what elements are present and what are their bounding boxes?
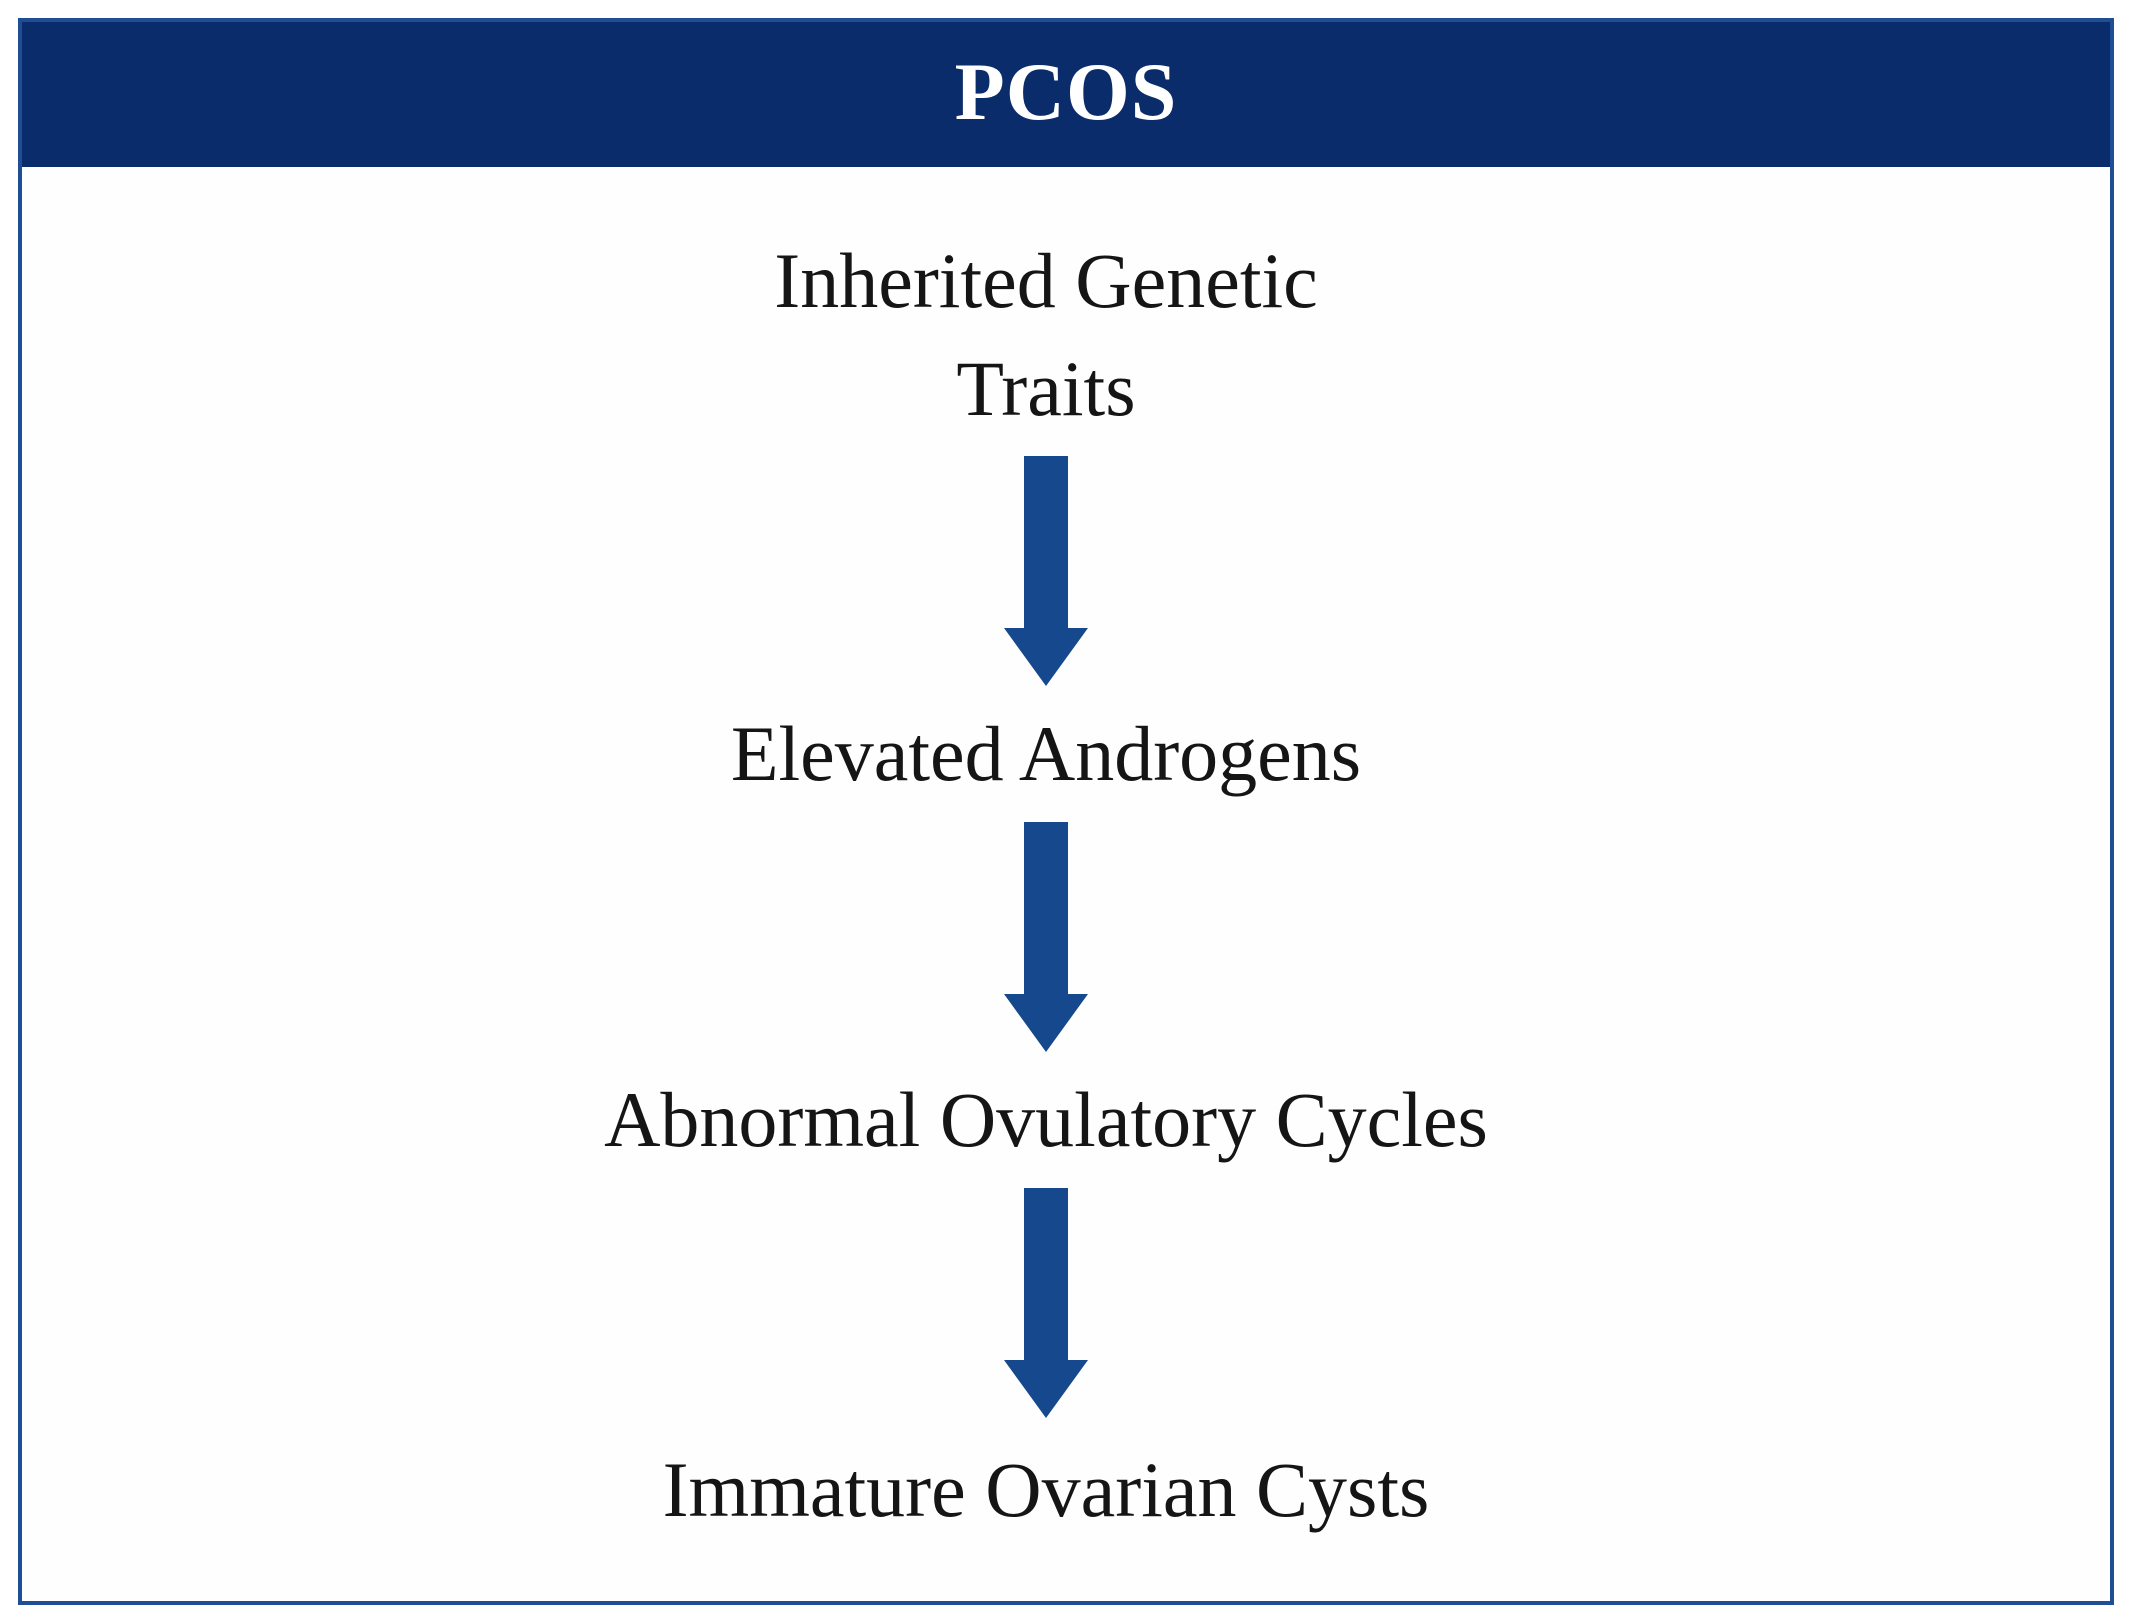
- down-arrow-icon: [1004, 1187, 1088, 1418]
- flow-step-abnormal-ovulatory-cycles: Abnormal Ovulatory Cycles: [604, 1075, 1488, 1163]
- down-arrow-icon: [1004, 456, 1088, 687]
- flow-step-immature-ovarian-cysts: Immature Ovarian Cysts: [662, 1445, 1430, 1533]
- figure-frame: PCOS Inherited Genetic Traits Elevated A…: [18, 18, 2114, 1605]
- flow-step-elevated-androgens: Elevated Androgens: [730, 710, 1362, 798]
- figure-title: PCOS: [954, 45, 1178, 137]
- down-arrow-icon: [1004, 821, 1088, 1052]
- flowchart-body: Inherited Genetic Traits Elevated Androg…: [2, 167, 2090, 1601]
- figure-title-bar: PCOS: [22, 22, 2110, 167]
- flow-step-inherited-genetic-traits: Inherited Genetic Traits: [774, 237, 1318, 432]
